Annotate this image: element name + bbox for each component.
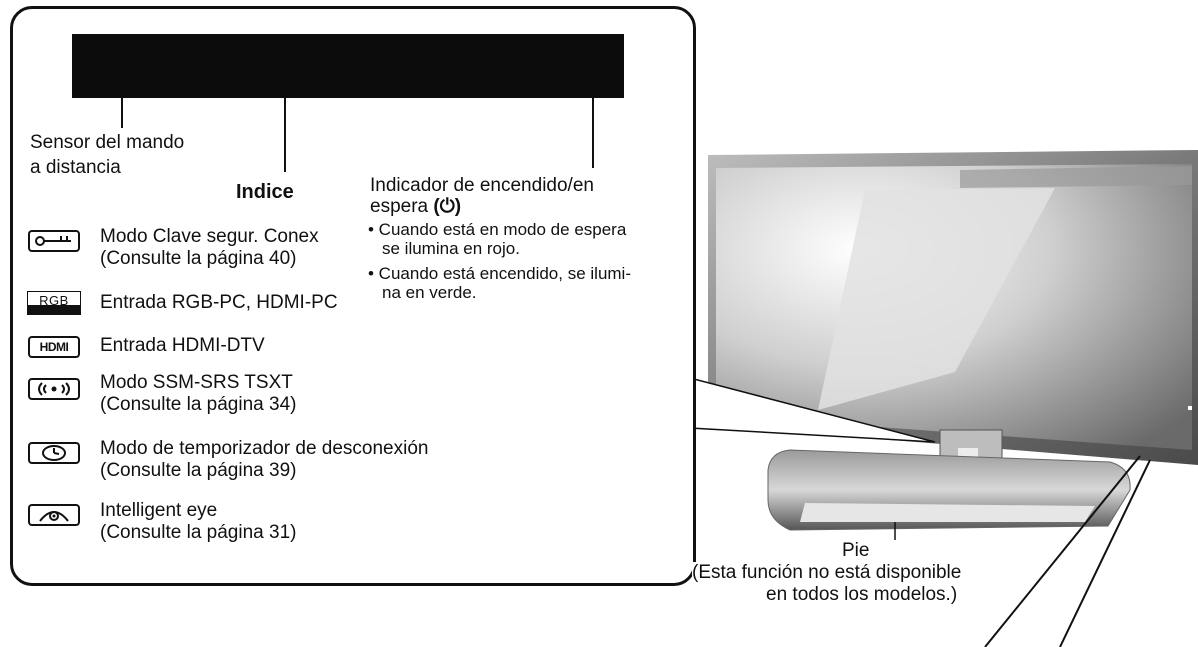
tv-screen	[716, 164, 1192, 450]
index-title: Indice	[236, 181, 294, 203]
tv-frame	[708, 150, 1198, 465]
stand-base	[767, 449, 1131, 531]
power-indicator-label-line2: espera (⏻)	[370, 196, 461, 218]
index-item-timer-line2: (Consulte la página 39)	[100, 460, 297, 481]
stand-neck	[939, 429, 1003, 489]
remote-sensor-leader	[121, 98, 123, 128]
index-item-key-line2: (Consulte la página 40)	[100, 248, 297, 269]
index-leader	[284, 98, 286, 172]
index-item-hdmi-line1: Entrada HDMI-DTV	[100, 335, 265, 356]
power-on-note-line2: na en verde.	[382, 283, 477, 302]
index-item-key-line1: Modo Clave segur. Conex	[100, 226, 319, 247]
standby-note-line1: • Cuando está en modo de espera	[368, 220, 627, 239]
key-icon	[28, 230, 80, 252]
hdmi-icon-text: HDMI	[39, 340, 69, 354]
rgb-icon: RGB	[27, 291, 81, 315]
power-on-note-line1: • Cuando está encendido, se ilumi-	[368, 264, 631, 283]
power-indicator-leader	[592, 98, 594, 168]
remote-sensor-label-line1: Sensor del mando	[30, 132, 185, 153]
callout-panel	[10, 6, 696, 586]
index-item-eye-line1: Intelligent eye	[100, 500, 218, 521]
standby-note-line2: se ilumina en rojo.	[382, 239, 520, 258]
power-indicator-label-line1: Indicador de encendido/en	[370, 175, 594, 196]
surround-sound-icon	[28, 378, 80, 400]
index-item-eye-line2: (Consulte la página 31)	[100, 522, 297, 543]
rgb-icon-text: RGB	[39, 292, 69, 308]
index-item-ssm-line2: (Consulte la página 34)	[100, 394, 297, 415]
index-item-timer-line1: Modo de temporizador de desconexión	[100, 438, 429, 459]
clock-icon	[28, 442, 80, 464]
remote-sensor-label-line2: a distancia	[30, 157, 121, 178]
stand-label: Pie	[842, 540, 870, 561]
stand-note-line2: en todos los modelos.)	[766, 584, 958, 606]
power-indicator-espera: espera	[370, 196, 429, 217]
stand-note-line1: (Esta función no está disponible	[692, 562, 962, 584]
power-symbol-icon: (⏻)	[433, 196, 462, 217]
eye-icon	[28, 504, 80, 526]
hdmi-icon: HDMI	[28, 336, 80, 358]
index-item-rgb-line1: Entrada RGB-PC, HDMI-PC	[100, 292, 338, 313]
index-item-ssm-line1: Modo SSM-SRS TSXT	[100, 372, 293, 393]
front-panel-bar	[72, 34, 624, 98]
